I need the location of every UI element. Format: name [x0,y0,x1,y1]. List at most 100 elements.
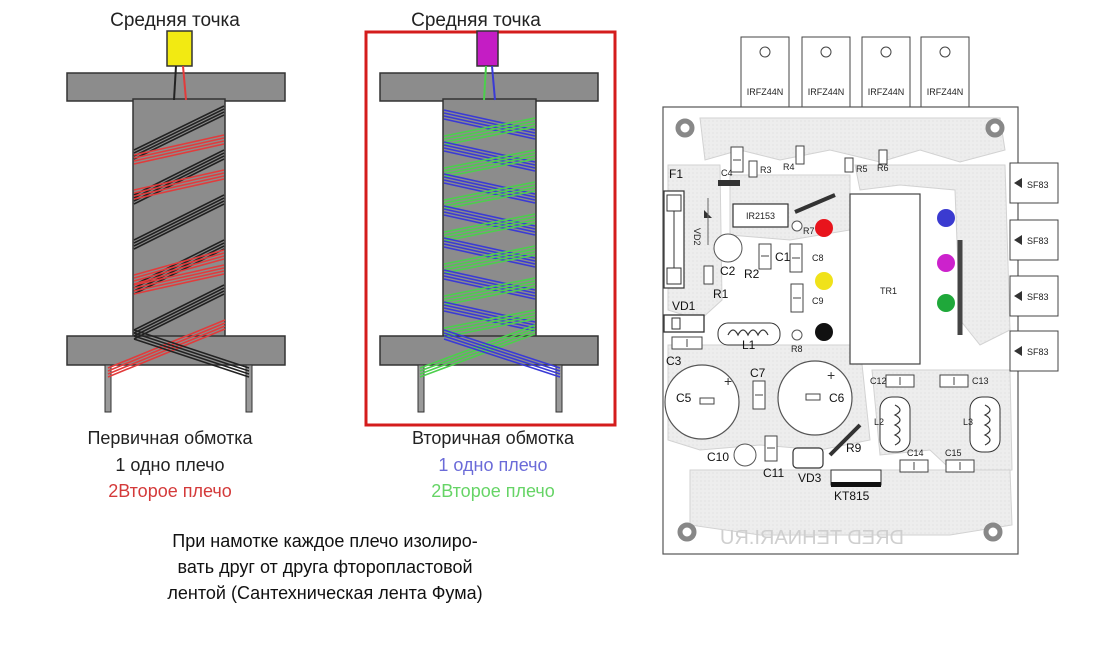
r7-label: R7 [803,226,815,236]
c1-label: C1 [775,250,791,264]
winding-wire [133,149,225,196]
c11-label: C11 [763,466,784,480]
winding-wire [443,248,536,268]
inductor-l3: L3 [963,396,1001,453]
winding-wire [133,258,225,285]
capacitor-c12: C12 [870,374,915,388]
diode-vd2: VD2 [692,198,712,246]
resistor-r7: R7 [791,220,815,236]
winding-wire [133,335,250,375]
winding-wire [443,213,536,233]
inductor-l1: L1 [717,322,781,352]
winding-wire [133,178,225,200]
marker-blue [937,209,955,227]
winding-wire [133,134,225,156]
r5-label: R5 [856,164,868,174]
capacitor-c15: C15 [945,448,975,473]
winding-wire [443,280,536,300]
winding-wire [443,254,536,274]
l2-label: L2 [874,417,884,427]
primary-right-leg [245,364,253,413]
ic-ir2153-label: IR2153 [746,211,775,221]
primary-midpoint-label: Средняя точка [110,10,240,31]
capacitor-c13: C13 [939,374,989,388]
winding-wire [133,137,225,159]
note-line-2: вать друг от друга фторопластовой [177,557,472,577]
small-components-top: C4 R3 R4 R5 R6 [718,145,889,186]
vd3-label: VD3 [798,471,822,485]
winding-wire [133,155,225,202]
capacitor-c14: C14 [899,448,929,473]
mounting-holes [675,118,1005,542]
svg-text:+: + [827,367,835,383]
winding-wire [133,255,225,282]
diode-sf83-3-label: SF83 [1027,292,1049,302]
winding-wire [443,277,536,297]
l1-label: L1 [742,338,756,352]
secondary-midpoint-terminal [476,30,499,67]
diode-sf83-1: SF83 [1009,162,1059,204]
output-diodes: SF83 SF83 SF83 SF83 [1009,162,1059,372]
secondary-top-flange [379,72,599,102]
bridge-vd1: VD1 [663,299,705,333]
c15-label: C15 [945,448,962,458]
winding-wire [443,179,536,201]
pcb-layout: IRFZ44N IRFZ44N IRFZ44N IRFZ44N [662,36,1059,555]
r4-label: R4 [783,162,795,172]
winding-wire [133,338,250,378]
note-line-1: При намотке каждое плечо изолиро- [172,531,477,551]
winding-wire [443,150,536,172]
primary-midpoint-terminal [166,30,193,67]
winding-wire [443,310,536,332]
winding-wire [443,251,536,271]
winding-wire [133,273,225,295]
winding-wire [133,329,250,369]
winding-wire [133,267,225,289]
r6-label: R6 [877,163,889,173]
winding-wire [443,123,536,143]
secondary-winding-diagram: Средняя точка [364,10,617,427]
winding-wire [133,264,225,286]
svg-text:+: + [724,373,732,389]
winding-wire [443,307,536,329]
winding-wire [443,120,536,140]
secondary-arm2-label: 2Второе плечо [431,481,555,501]
winding-wire [443,190,536,210]
winding-wire [443,335,561,375]
diode-sf83-4: SF83 [1009,330,1059,372]
winding-wire [419,330,536,375]
winding-wire [443,115,536,137]
secondary-midpoint-label: Средняя точка [411,10,541,31]
winding-wire [419,333,536,378]
mosfet-q1-label: IRFZ44N [747,87,784,97]
c9-label: C9 [812,296,824,306]
winding-wire [491,65,496,101]
capacitor-c11: C11 [763,435,784,480]
secondary-windings [419,65,561,378]
diode-vd2-label: VD2 [692,228,702,246]
winding-wire [133,249,225,276]
tr1-label: TR1 [880,286,897,296]
winding-wire [443,219,536,239]
secondary-right-leg [555,364,563,413]
winding-wire [133,270,225,292]
primary-arm2-label: 2Второе плечо [108,481,232,501]
winding-wire [443,246,536,268]
winding-wire [133,200,225,247]
mosfet-q3: IRFZ44N [861,36,911,140]
winding-wire [182,65,187,101]
winding-wire [443,187,536,207]
c7-label: C7 [750,366,766,380]
transformer-tr1: TR1 [849,193,963,365]
primary-title: Первичная обмотка [87,428,253,448]
capacitor-c3: C3 [666,336,703,368]
marker-black [815,323,833,341]
winding-wire [133,111,225,157]
c3-label: C3 [666,354,682,368]
winding-wire [443,243,536,265]
winding-wire [443,149,536,169]
winding-wire [133,169,225,191]
c4-label: C4 [721,168,733,178]
winding-wire [133,290,225,337]
winding-wire [133,158,225,205]
